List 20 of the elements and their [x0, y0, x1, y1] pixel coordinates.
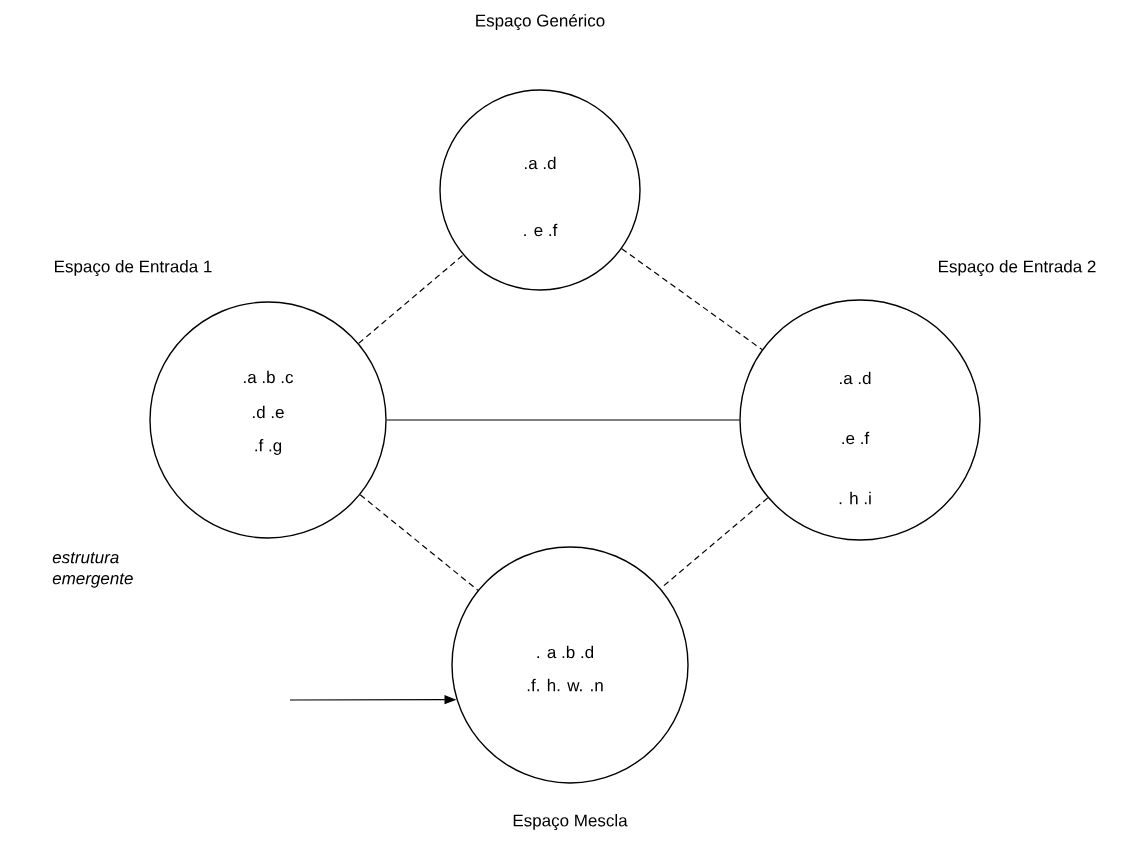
connector-line: [359, 494, 479, 591]
element-list: .f. h. w. .n: [527, 678, 603, 692]
connector-line: [660, 497, 769, 589]
space-title: Espaço Mescla: [513, 814, 628, 830]
element-list: .a .b .c: [244, 370, 294, 384]
space-title: Espaço de Entrada 2: [939, 260, 1096, 276]
note-text: estrutura emergente: [52, 552, 133, 588]
space-title: Espaço Genérico: [476, 13, 605, 31]
element-list: . e .f: [524, 223, 558, 237]
space-title: Espaço de Entrada 1: [55, 260, 212, 276]
element-list: .f .g: [255, 439, 282, 455]
element-list: . h .i: [839, 491, 871, 505]
element-list: .d .e: [253, 405, 284, 419]
element-list: .a .d: [840, 371, 871, 385]
connector-line: [621, 248, 763, 351]
connector-line: [358, 254, 464, 344]
connector-line: [386, 419, 740, 421]
element-list: .a .d: [525, 156, 556, 170]
element-list: . a .b .d: [537, 645, 594, 659]
element-list: .e .f: [842, 431, 870, 445]
